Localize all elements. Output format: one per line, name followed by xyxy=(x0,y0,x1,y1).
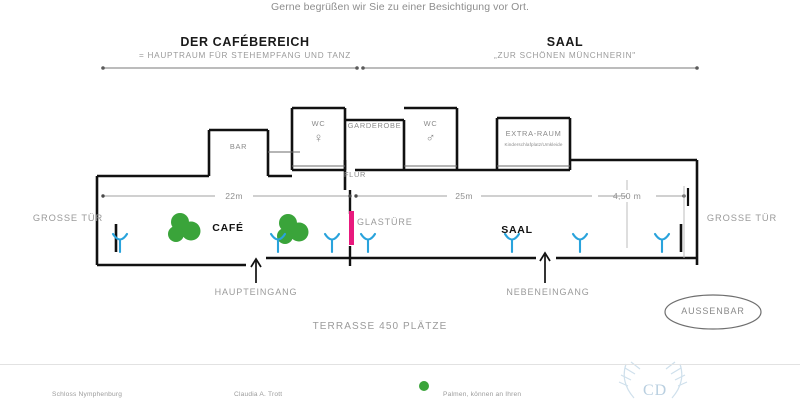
outdoor-bar-shape xyxy=(664,294,762,330)
marker-icon xyxy=(111,232,129,254)
upper-thin-dividers xyxy=(268,151,570,167)
room-sublabel-extra-raum: Kinderschlafplatz/Umkleide xyxy=(504,142,563,147)
entrance-label-main: HAUPTEINGANG xyxy=(214,287,298,297)
label-grosse-tuer-right: GROSSE TÜR xyxy=(706,213,778,223)
marker-icon xyxy=(323,232,341,254)
extent-dot-mid-right xyxy=(361,66,365,70)
area-label-cafe: CAFÉ xyxy=(212,222,244,234)
entrance-label-side: NEBENEINGANG xyxy=(506,287,590,297)
plant-icon-2 xyxy=(277,214,309,244)
dimension-label-22m: 22m xyxy=(225,191,243,201)
upper-walls xyxy=(95,106,699,265)
marker-icon xyxy=(503,232,521,254)
section-title-saal: SAAL xyxy=(546,35,584,49)
outdoor-bar-label: AUSSENBAR xyxy=(681,306,745,316)
entrance-arrow-side xyxy=(539,251,551,283)
dimension-label-450m: 4,50 m xyxy=(612,191,642,201)
section-subtitle-saal: „ZUR SCHÖNEN MÜNCHNERIN" xyxy=(494,51,636,60)
main-hall-walls xyxy=(97,256,697,267)
marker-icon xyxy=(571,232,589,254)
extent-dot-left xyxy=(101,66,105,70)
room-label-garderobe: GARDEROBE xyxy=(347,121,402,130)
terrace-label: TERRASSE 450 PLÄTZE xyxy=(312,321,448,332)
room-label-bar: BAR xyxy=(229,142,248,151)
section-subtitle-cafe: = HAUPTRAUM FÜR STEHEMPFANG UND TANZ xyxy=(138,51,352,60)
marker-icon xyxy=(359,232,377,254)
extent-dot-mid-left xyxy=(355,66,359,70)
footer-col3: Palmen, können an Ihren xyxy=(443,391,522,398)
plant-icon-1 xyxy=(168,213,201,242)
female-symbol-icon: ♀ xyxy=(313,130,324,145)
area-label-saal: SAAL xyxy=(501,224,533,236)
intro-text: Gerne begrüßen wir Sie zu einer Besichti… xyxy=(270,1,529,13)
label-glastuere: GLASTÜRE xyxy=(357,217,413,227)
entrance-arrow-main xyxy=(250,257,262,283)
marker-icons xyxy=(111,232,671,254)
footer-col2: Claudia A. Trott xyxy=(234,391,283,398)
footer-divider xyxy=(0,364,800,365)
dimension-extensions xyxy=(626,180,685,258)
room-label-extra-raum: EXTRA-RAUM xyxy=(505,129,562,138)
footer-logo: CD xyxy=(643,382,668,399)
dimension-label-25m: 25m xyxy=(455,191,473,201)
logo-laurel xyxy=(618,361,688,399)
label-grosse-tuer-left: GROSSE TÜR xyxy=(32,213,104,223)
footer-plant-dot xyxy=(419,381,429,391)
footer-col1: Schloss Nymphenburg xyxy=(52,391,123,398)
marker-icon xyxy=(269,232,287,254)
room-label-flur: FLUR xyxy=(343,170,367,179)
extent-dot-right xyxy=(695,66,699,70)
male-symbol-icon: ♂ xyxy=(425,130,436,145)
marker-icon xyxy=(653,232,671,254)
room-label-wc-male: WC xyxy=(423,119,438,128)
room-label-wc-female: WC xyxy=(311,119,326,128)
section-title-cafe: DER CAFÉBEREICH xyxy=(180,35,310,49)
glass-door-marker xyxy=(349,211,354,245)
